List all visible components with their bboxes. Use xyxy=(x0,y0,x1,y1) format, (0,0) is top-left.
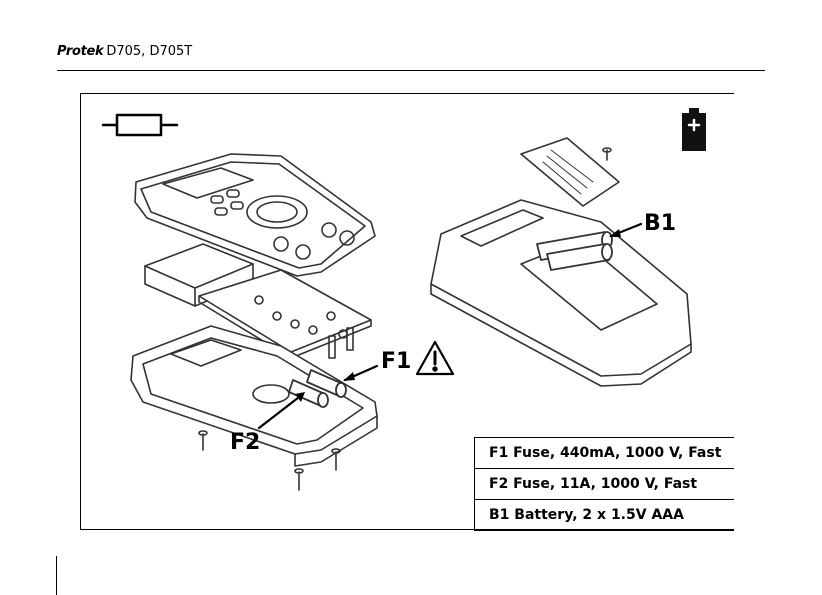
warning-triangle-icon xyxy=(417,342,453,374)
replacement-parts-table: F1 Fuse, 440mA, 1000 V, Fast F2 Fuse, 11… xyxy=(474,437,734,531)
spec-b1: B1 Battery, 2 x 1.5V AAA xyxy=(475,500,735,531)
fuse-icon xyxy=(103,115,177,135)
label-f1: F1 xyxy=(381,349,411,374)
header-rule xyxy=(57,70,765,71)
spec-f1: F1 Fuse, 440mA, 1000 V, Fast xyxy=(475,438,735,469)
battery-icon xyxy=(682,108,706,151)
brand-name: Protek xyxy=(57,44,103,59)
table-row: B1 Battery, 2 x 1.5V AAA xyxy=(475,500,735,531)
label-b1: B1 xyxy=(644,211,676,236)
cover-screw xyxy=(603,148,611,160)
spec-f2: F2 Fuse, 11A, 1000 V, Fast xyxy=(475,469,735,500)
page-margin-mark xyxy=(56,556,57,595)
label-f2: F2 xyxy=(230,430,260,455)
table-row: F1 Fuse, 440mA, 1000 V, Fast xyxy=(475,438,735,469)
model-name: D705, D705T xyxy=(106,44,192,59)
table-row: F2 Fuse, 11A, 1000 V, Fast xyxy=(475,469,735,500)
